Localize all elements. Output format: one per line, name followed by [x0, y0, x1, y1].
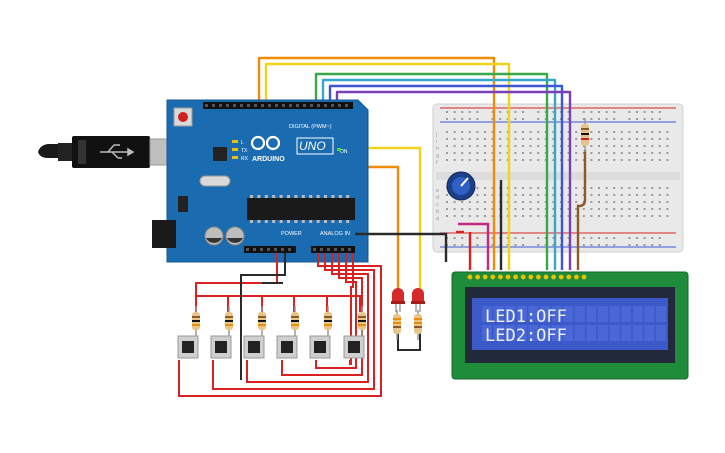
atmega-chip — [247, 198, 355, 220]
pushbuttons[interactable] — [177, 306, 366, 359]
pushbutton-5[interactable] — [309, 306, 332, 359]
lcd-data-wires[interactable] — [257, 56, 572, 270]
button-resistor-6 — [358, 312, 366, 330]
wire-cyan-d4[interactable] — [321, 78, 557, 270]
button-resistor-5 — [324, 312, 332, 330]
svg-text:a: a — [436, 216, 439, 222]
breadboard[interactable]: j i h g f e d c b a — [432, 103, 684, 253]
arduino-logo-text: ARDUINO — [252, 156, 285, 163]
svg-text:e: e — [436, 188, 439, 194]
svg-text:d: d — [436, 195, 439, 201]
power-jack — [152, 220, 176, 248]
power-wires[interactable] — [355, 150, 587, 270]
button-resistor-1 — [192, 312, 200, 330]
button-resistor-4 — [291, 312, 299, 330]
svg-text:b: b — [436, 209, 439, 215]
breadboard-row-letters: j i h g f e d c b a — [435, 132, 439, 222]
digital-label: DIGITAL (PWM~) — [289, 124, 332, 130]
button-cap[interactable] — [215, 341, 227, 353]
svg-text:h: h — [436, 146, 439, 152]
leds[interactable] — [391, 288, 425, 351]
svg-text:i: i — [436, 139, 437, 145]
on-led — [337, 148, 341, 151]
rx-label: RX — [241, 156, 249, 162]
led-2[interactable] — [411, 288, 425, 312]
analog-label: ANALOG IN — [320, 231, 350, 237]
wire-blue-d3[interactable] — [328, 84, 564, 270]
button-resistor-3 — [258, 312, 266, 330]
crystal — [199, 175, 231, 187]
wire-magenta-v0[interactable] — [458, 222, 490, 270]
button-cap[interactable] — [314, 341, 326, 353]
reset-button[interactable] — [178, 112, 188, 122]
button-cap[interactable] — [182, 341, 194, 353]
analog-header — [311, 246, 355, 253]
tx-label: TX — [241, 148, 248, 154]
pushbutton-1[interactable] — [177, 306, 200, 359]
lcd-line-1: LED1:OFF — [485, 307, 567, 327]
svg-text:c: c — [436, 202, 439, 208]
pushbutton-3[interactable] — [243, 306, 266, 359]
arduino-logo-icon — [250, 135, 281, 151]
wire-yellow-d11[interactable] — [264, 62, 511, 270]
power-label: POWER — [281, 231, 302, 237]
on-label: ON — [340, 149, 348, 155]
svg-text:g: g — [436, 153, 439, 159]
backlight-resistor[interactable] — [581, 118, 589, 152]
button-cap[interactable] — [348, 341, 360, 353]
svg-text:j: j — [435, 132, 437, 138]
arduino-uno[interactable]: DIGITAL (PWM~) ARDUINO UNO ON TX RX L — [152, 99, 369, 263]
usb-chip — [213, 147, 227, 161]
wire-orange-d12[interactable] — [257, 56, 496, 270]
svg-text:f: f — [436, 160, 438, 166]
lcd-line-2: LED2:OFF — [485, 326, 567, 346]
usb-icon — [100, 144, 135, 159]
button-resistor-2 — [225, 312, 233, 330]
wire-purple-d2[interactable] — [335, 90, 572, 270]
button-gnd-wires[interactable] — [240, 253, 286, 380]
l-label: L — [241, 140, 244, 146]
arduino-model-text: UNO — [299, 139, 326, 153]
pushbutton-2[interactable] — [210, 306, 233, 359]
button-cap[interactable] — [248, 341, 260, 353]
led-resistor-2 — [414, 310, 422, 340]
led-resistor-1 — [393, 310, 401, 340]
voltage-regulator — [178, 196, 188, 212]
breadboard-holes — [446, 111, 669, 246]
wire-green-d5[interactable] — [314, 72, 549, 270]
usb-cable[interactable] — [38, 136, 173, 168]
button-cap[interactable] — [281, 341, 293, 353]
pushbutton-4[interactable] — [276, 306, 299, 359]
usb-cable-end — [38, 144, 60, 158]
pushbutton-6[interactable] — [343, 306, 366, 359]
potentiometer[interactable] — [446, 171, 476, 201]
led-1[interactable] — [391, 288, 405, 312]
wire-black-gnd[interactable] — [355, 232, 448, 262]
lcd-module[interactable]: LED1:OFF LED2:OFF — [451, 271, 689, 380]
wire-brown-backlight[interactable] — [576, 150, 587, 270]
